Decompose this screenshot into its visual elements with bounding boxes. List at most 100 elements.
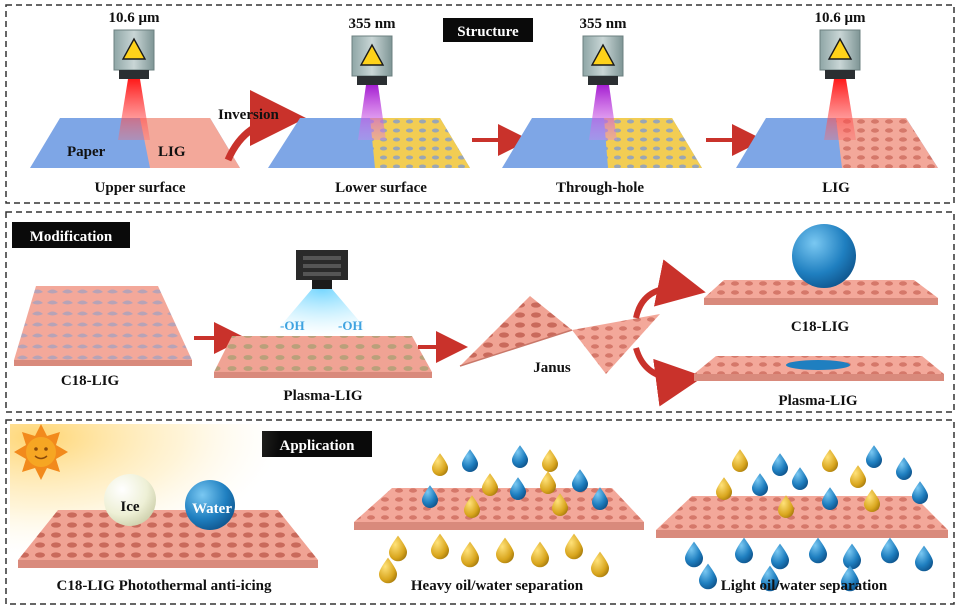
- warning-icon: [359, 43, 385, 66]
- c18-lig-surface: [18, 510, 318, 560]
- water-droplet: [840, 565, 860, 592]
- wavelength-label-2: 355 nm: [348, 16, 396, 32]
- modification-header-box: [12, 222, 130, 248]
- caption-heavy-oil: Heavy oil/water separation: [411, 578, 584, 594]
- oil-droplet: [564, 533, 584, 560]
- light-oil-separation: [656, 496, 948, 538]
- water-droplet: [842, 543, 862, 570]
- application-panel-frame: [5, 419, 955, 605]
- water-droplet: [698, 563, 718, 590]
- oil-droplet: [863, 489, 881, 512]
- janus-right-face: [572, 314, 660, 374]
- step-through-hole: [502, 118, 702, 168]
- oil-droplet: [541, 449, 559, 472]
- warning-icon: [827, 37, 853, 60]
- step-upper-surface: Paper LIG: [30, 118, 240, 168]
- laser-nozzle: [588, 76, 618, 85]
- sun-icon: [14, 424, 68, 480]
- oil-droplet: [431, 453, 449, 476]
- water-droplet: [771, 453, 789, 476]
- c18-lig-surface: [704, 280, 938, 298]
- structure-header-box: [443, 18, 533, 42]
- inversion-arrow: [224, 90, 306, 162]
- paper-label: Paper: [67, 144, 106, 160]
- water-droplet: [571, 469, 589, 492]
- oil-droplet: [481, 473, 499, 496]
- oil-droplet: [530, 541, 550, 568]
- janus-sheet: [459, 296, 660, 374]
- sheet-edge: [354, 522, 644, 530]
- laser-head-3: [582, 35, 624, 140]
- textured-region: [370, 118, 470, 168]
- c18-lig-surface: [14, 286, 192, 360]
- oil-droplet: [715, 477, 733, 500]
- caption-c18-lig-2: C18-LIG: [791, 319, 850, 335]
- plasma-device: [272, 250, 372, 336]
- water-droplet: [880, 537, 900, 564]
- oil-droplet: [731, 449, 749, 472]
- water-droplet: [461, 449, 479, 472]
- water-droplet: [734, 537, 754, 564]
- plasma-plume: [272, 289, 372, 336]
- laser-head-2: [351, 35, 393, 140]
- step-lig: [736, 118, 938, 168]
- laser-beam-red: [118, 79, 150, 140]
- water-droplet: [591, 487, 609, 510]
- oil-droplet: [378, 557, 398, 584]
- oil-droplet: [590, 551, 610, 578]
- plasma-lig-sheet: [214, 336, 432, 378]
- water-droplet: [895, 457, 913, 480]
- lig-region: [140, 118, 240, 168]
- caption-janus: Janus: [533, 360, 571, 376]
- structure-header: Structure: [457, 24, 519, 40]
- oil-droplet: [460, 541, 480, 568]
- caption-light-oil: Light oil/water separation: [721, 578, 888, 594]
- warning-icon: [590, 43, 616, 66]
- water-droplet: [770, 543, 790, 570]
- modification-header: Modification: [30, 229, 113, 245]
- caption-plasma-lig-1: Plasma-LIG: [283, 388, 363, 404]
- water-label: Water: [192, 501, 232, 517]
- c18-lig-hydrophobic: [704, 224, 938, 305]
- oh-label-left: -OH: [280, 318, 305, 333]
- anti-icing-sheet: [18, 474, 318, 568]
- water-droplet: [821, 487, 839, 510]
- water-droplet: [751, 473, 769, 496]
- arrow-to-c18-lig: [633, 259, 706, 319]
- water-film: [786, 360, 850, 370]
- oil-droplet: [463, 495, 481, 518]
- separation-membrane: [656, 496, 948, 530]
- sheet-edge: [656, 530, 948, 538]
- wavelength-label-4: 10.6 μm: [815, 10, 867, 26]
- water-droplet: [760, 565, 780, 592]
- laser-nozzle: [825, 70, 855, 79]
- laser-head-1: [113, 29, 155, 140]
- water-droplet: [509, 477, 527, 500]
- oil-droplet: [388, 535, 408, 562]
- laser-beam-uv: [358, 85, 386, 140]
- structure-panel-frame: [5, 4, 955, 204]
- warning-icon: [121, 37, 147, 60]
- laser-nozzle: [357, 76, 387, 85]
- caption-through-hole: Through-hole: [556, 180, 644, 196]
- water-droplet: [865, 445, 883, 468]
- sheet-edge: [14, 360, 192, 366]
- plasma-lig-surface: [214, 336, 432, 372]
- oil-droplet: [551, 493, 569, 516]
- sheet-edge: [694, 374, 944, 381]
- light-droplets: [684, 445, 934, 592]
- oil-droplet: [777, 495, 795, 518]
- laser-nozzle: [119, 70, 149, 79]
- oil-droplet: [821, 449, 839, 472]
- c18-lig-sheet: [14, 286, 192, 366]
- arrow-to-plasma-lig: [633, 347, 704, 407]
- water-droplet: [914, 545, 934, 572]
- water-droplet-sphere: [792, 224, 856, 288]
- caption-lig: LIG: [822, 180, 850, 196]
- laser-head-4: [819, 29, 861, 140]
- oh-label-right: -OH: [338, 318, 363, 333]
- caption-anti-icing: C18-LIG Photothermal anti-icing: [57, 578, 272, 594]
- sheet-edge: [704, 298, 938, 305]
- application-header: Application: [279, 438, 355, 454]
